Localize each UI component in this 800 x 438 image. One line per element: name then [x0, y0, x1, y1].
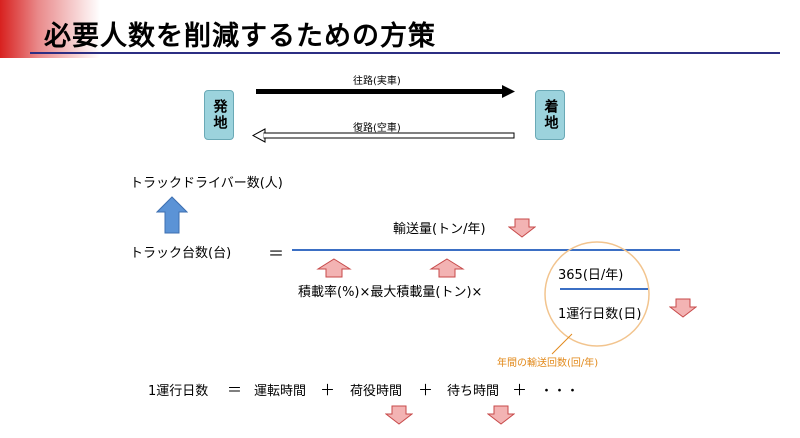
fraction-line — [292, 249, 680, 251]
drivers-label: トラックドライバー数(人) — [130, 176, 283, 191]
term-driving-time: 運転時間 — [254, 384, 307, 399]
outbound-arrow-icon — [256, 85, 515, 98]
term-handling-time: 荷役時間 — [350, 384, 403, 399]
down-arrow-red-icon — [487, 405, 515, 425]
term-waiting-time: 待ち時間 — [447, 384, 500, 399]
fraction-bottom: 1運行日数(日) — [558, 307, 642, 322]
denominator-label: 積載率(%)×最大積載量(トン)× — [298, 285, 483, 300]
callout-label: 年間の輸送回数(回/年) — [497, 358, 599, 369]
up-arrow-red-icon — [429, 258, 465, 278]
return-arrow-icon — [251, 128, 515, 143]
numerator-label: 輸送量(トン/年) — [393, 222, 486, 237]
down-arrow-red-icon — [669, 298, 697, 318]
annual-trips-circle — [544, 241, 650, 347]
down-arrow-red-icon — [385, 405, 413, 425]
term-ellipsis: ・・・ — [540, 384, 580, 399]
title-rule — [30, 52, 780, 54]
trucks-label: トラック台数(台) — [130, 246, 232, 261]
slide-title: 必要人数を削減するための方策 — [44, 21, 436, 52]
bottom-lhs: 1運行日数 — [148, 384, 209, 399]
destination-box: 着地 — [535, 90, 565, 140]
up-arrow-red-icon — [316, 258, 352, 278]
equals-sign: ＝ — [268, 244, 285, 263]
up-arrow-blue-icon — [156, 196, 188, 234]
title-bar — [0, 0, 800, 58]
nested-fraction-line — [560, 288, 648, 290]
plus-sign: ＋ — [320, 381, 336, 399]
callout-leader — [551, 333, 573, 355]
return-label: 復路(空車) — [353, 123, 401, 134]
plus-sign: ＋ — [418, 381, 434, 399]
fraction-top: 365(日/年) — [558, 268, 624, 283]
down-arrow-red-icon — [508, 218, 536, 238]
plus-sign: ＋ — [512, 381, 528, 399]
bottom-equals: ＝ — [227, 381, 243, 399]
origin-box: 発地 — [204, 90, 234, 140]
outbound-label: 往路(実車) — [353, 76, 401, 87]
